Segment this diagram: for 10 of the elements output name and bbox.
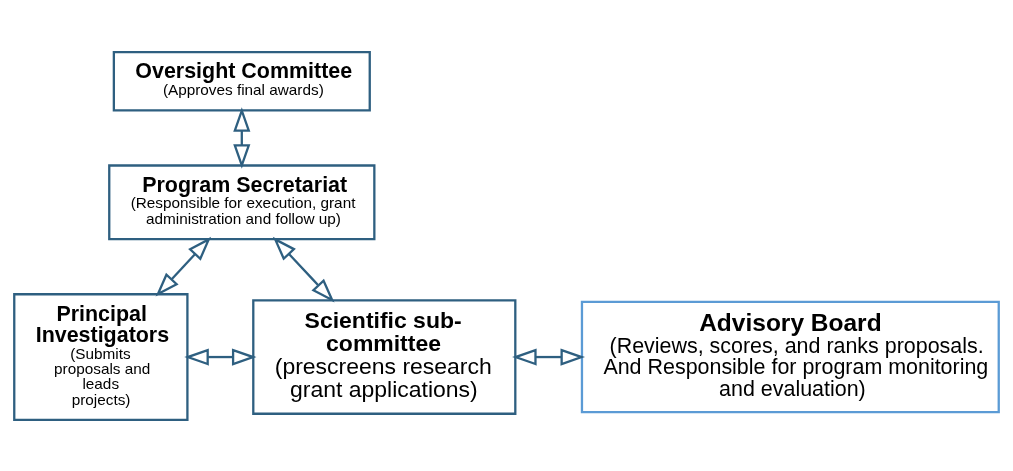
arrow [272,236,335,303]
arrow [512,347,586,366]
arrow [233,106,251,169]
node-box: Oversight Committee (Approves final awards) [112,50,371,111]
node-box: Advisory Board (Reviews, scores, and ranks proposals. And Responsible for program monitoring and evaluation) [580,300,1000,413]
node-box: Scientific sub-committee (prescreens research grant applications) [252,298,517,415]
arrow [184,347,257,366]
node-box: Program Secretariat (Responsible for execution, grant administration and follow up) [108,163,376,240]
node-box: Principal Investigators (Submits proposals and leads projects) [13,292,189,421]
arrow [155,236,212,297]
